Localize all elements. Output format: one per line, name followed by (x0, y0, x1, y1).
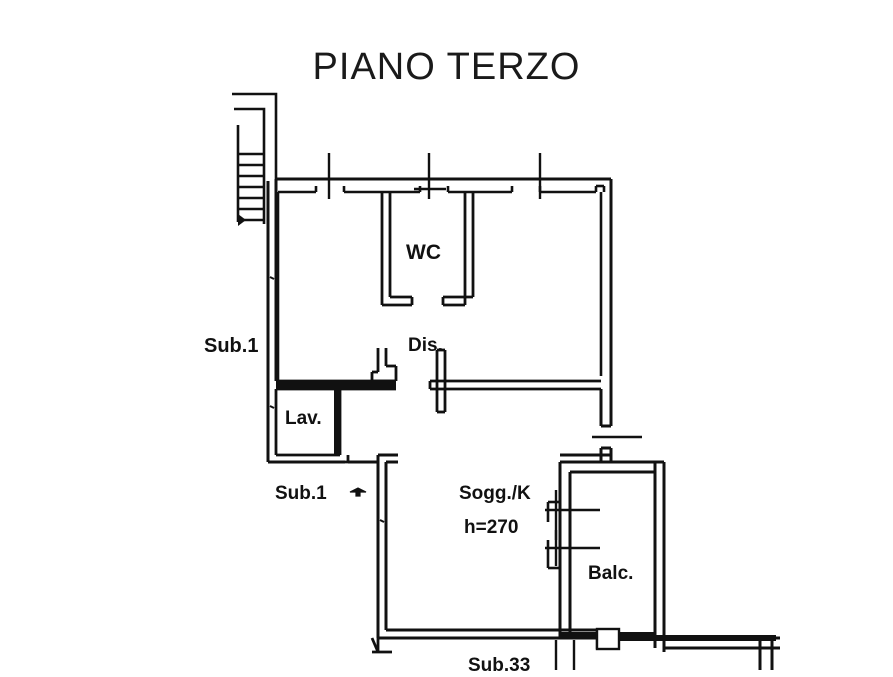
subunit-label-sub33: Sub.33 (468, 655, 531, 676)
room-label-sogg-k: Sogg./K (459, 483, 531, 504)
bottom-wall-fill (596, 635, 776, 641)
window-marker-balcony-1 (545, 490, 600, 540)
room-label-balcone: Balc. (588, 563, 634, 584)
right-block-connector-walls (560, 389, 613, 464)
room-label-lav: Lav. (285, 408, 322, 429)
window-marker-top-3 (526, 153, 556, 199)
bottom-right-extension (664, 636, 780, 670)
page-title: PIANO TERZO (312, 46, 581, 88)
bottom-left-corner-tail (370, 637, 392, 654)
window-marker-top-2 (414, 153, 446, 199)
wc-partition-left (380, 192, 414, 307)
sogg-left-wall-door-break (379, 519, 385, 523)
room-label-dis: Dis. (408, 335, 443, 356)
window-marker-balcony-2 (545, 530, 600, 566)
balcony-left-wall-detail (546, 500, 560, 570)
bottom-vertical-ticks (554, 640, 576, 670)
lav-top-wall-fill (276, 381, 396, 389)
ceiling-height-note: h=270 (464, 517, 519, 538)
room-label-wc: WC (406, 241, 441, 264)
subunit-label-sub1-upper: Sub.1 (204, 335, 259, 357)
left-wall-door-break (269, 276, 275, 409)
lav-right-wall-fill (334, 389, 341, 455)
dis-wall-stub-right (428, 348, 601, 414)
bottom-door-post (595, 627, 621, 651)
wc-partition-right (441, 192, 475, 307)
arrow-left-marker-icon (349, 487, 367, 497)
window-marker-top-1 (316, 153, 344, 199)
dis-wall-stub-left (370, 348, 398, 383)
sogg-k-walls (348, 453, 760, 640)
stair-direction-arrow-icon (238, 214, 246, 226)
subunit-label-sub1-lower: Sub.1 (275, 483, 327, 504)
balcony-walls (558, 460, 666, 652)
